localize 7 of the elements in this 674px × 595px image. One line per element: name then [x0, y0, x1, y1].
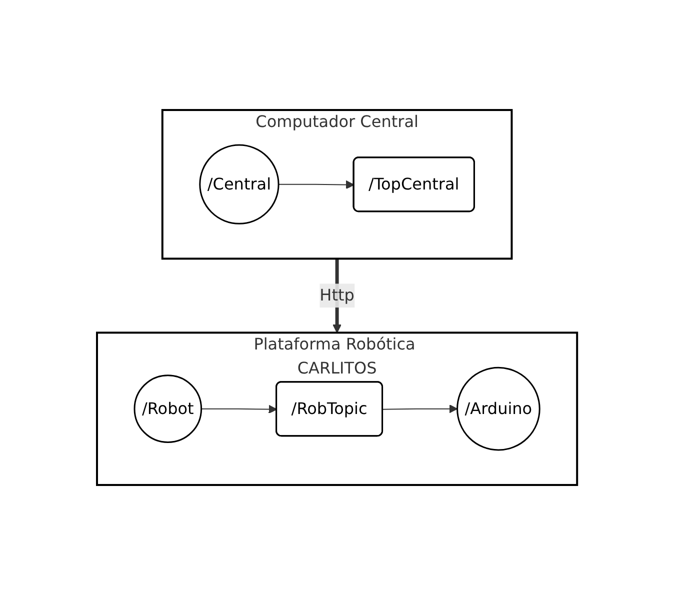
edge-label: Http: [320, 286, 354, 305]
arrow: [382, 404, 458, 414]
arrow: [278, 180, 354, 190]
node-circle: /Robot: [134, 374, 202, 443]
node-circle: /Arduino: [456, 366, 540, 451]
arrow: [200, 404, 278, 414]
node-circle: /Central: [199, 144, 280, 224]
